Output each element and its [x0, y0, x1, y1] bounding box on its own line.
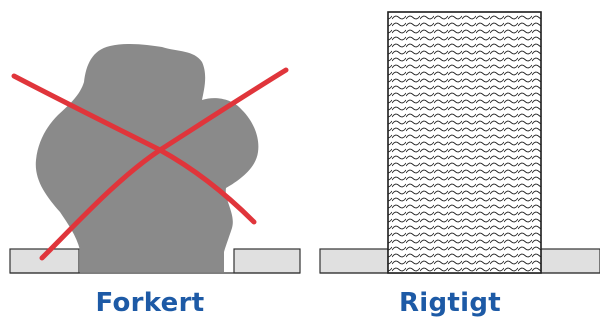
caption-correct: Rigtigt	[300, 287, 600, 319]
wave-pattern-fill	[388, 12, 541, 273]
left-panel	[10, 44, 300, 273]
right-ground-slab-left	[320, 249, 388, 273]
right-panel	[320, 12, 600, 273]
left-ground-slab-right	[234, 249, 300, 273]
caption-wrong: Forkert	[0, 287, 300, 319]
right-ground-slab-right	[541, 249, 600, 273]
